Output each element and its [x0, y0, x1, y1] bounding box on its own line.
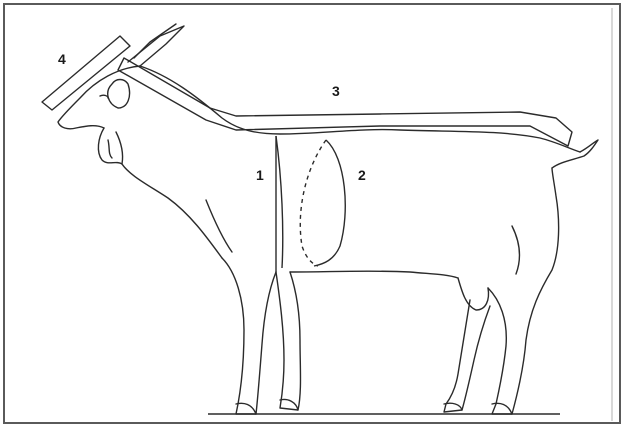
label-height-at-withers: 1 [256, 167, 264, 183]
label-body-length: 3 [332, 83, 340, 99]
figure-border [4, 4, 620, 423]
label-heart-girth: 2 [358, 167, 366, 183]
label-head-length: 4 [58, 51, 66, 67]
